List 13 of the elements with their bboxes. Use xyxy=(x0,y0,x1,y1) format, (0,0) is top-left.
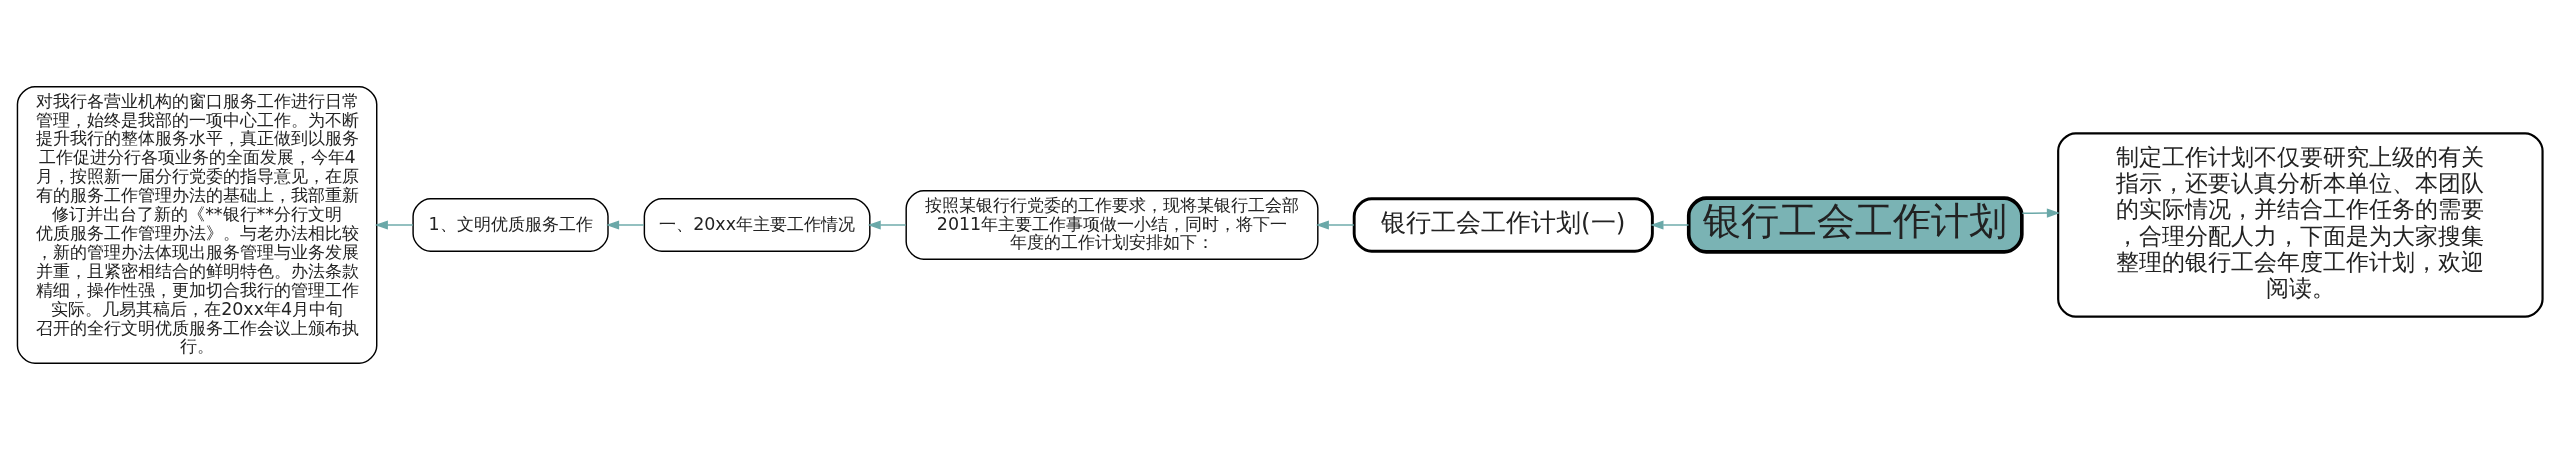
node-box: 对我行各营业机构的窗口服务工作进行日常管理，始终是我部的一项中心工作。为不断提升我行的整体服务水平，真正做到以服务工作促进分行各项业务的全面发展，今年4月，按照新一届分行党委的指导意见，在原有的服务工作管理办法的基础上，我部重新修订并出台了新的《**银行**分行文明优质服务工作管理办法》。与老办法相比较，新的管理办法体现出服务管理与业务发展并重，且紧密相结合的鲜明特色。办法条款精细，操作性强，更加切合我行的管理工作实际。几易其稿后，在20xx年4月中旬召开的全行文明优质服务工作会议上颁布执行。 xyxy=(16,86,378,364)
node-box: 银行工会工作计划(一) xyxy=(1352,197,1654,253)
arrow xyxy=(606,220,645,230)
node-box: 按照某银行行党委的工作要求，现将某银行工会部2011年主要工作事项做一小结，同时，将下一年度的工作计划安排如下： xyxy=(905,190,1319,260)
arrow xyxy=(2021,208,2060,218)
node-box: 银行工会工作计划 xyxy=(1686,196,2024,254)
arrow xyxy=(867,220,907,230)
node-box: 一、20xx年主要工作情况 xyxy=(643,198,871,252)
node-box: 1、文明优质服务工作 xyxy=(412,198,609,252)
arrow xyxy=(374,220,414,230)
arrow xyxy=(1650,220,1690,230)
node-box: 制定工作计划不仅要研究上级的有关指示，还要认真分析本单位、本团队的实际情况，并结合工作任务的需要，合理分配人力，下面是为大家搜集整理的银行工会年度工作计划，欢迎阅读。 xyxy=(2057,132,2544,318)
arrow xyxy=(1315,220,1355,230)
